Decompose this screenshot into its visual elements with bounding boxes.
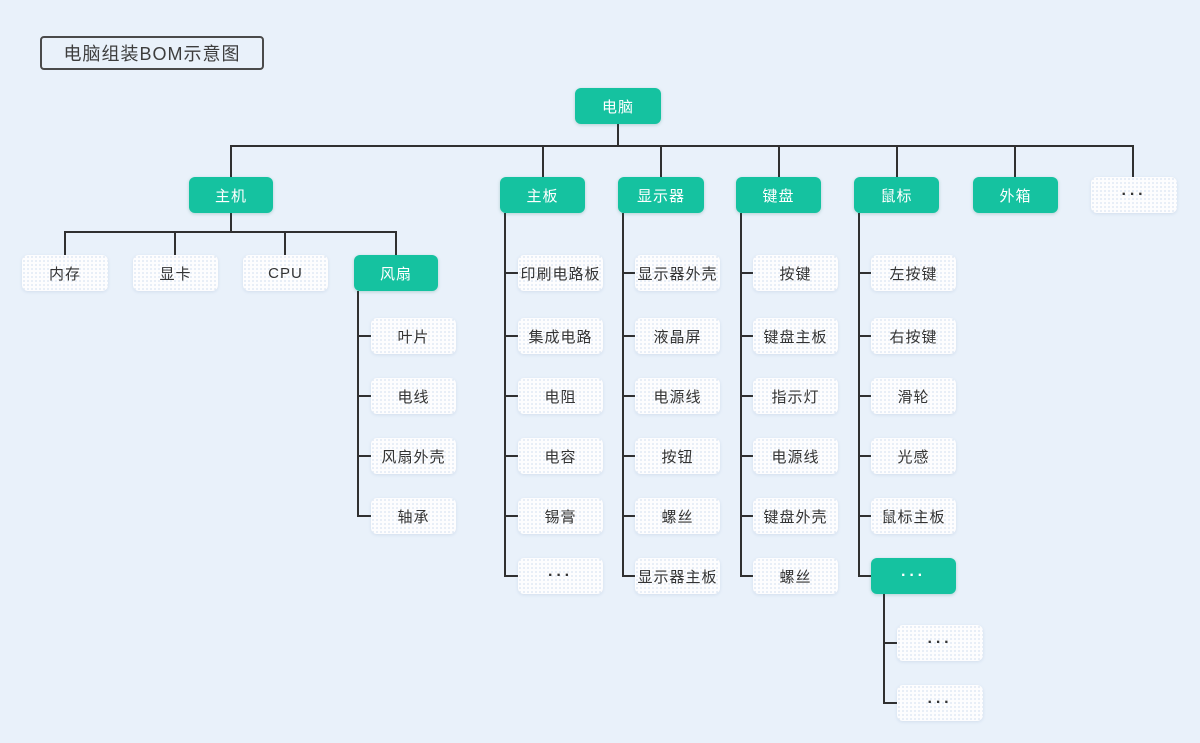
node-graphics-card[interactable]: 显卡: [133, 255, 218, 291]
connector-line: [357, 335, 371, 337]
node-right-button[interactable]: 右按键: [871, 318, 956, 354]
node-mouse-more-child-1[interactable]: ···: [897, 625, 983, 661]
connector-line: [740, 272, 753, 274]
connector-line: [395, 231, 397, 255]
connector-line: [740, 455, 753, 457]
node-keyboard-power-cable[interactable]: 电源线: [753, 438, 838, 474]
connector-line: [542, 145, 544, 177]
connector-line: [64, 231, 66, 255]
connector-line: [504, 395, 518, 397]
connector-line: [858, 575, 871, 577]
node-cpu[interactable]: CPU: [243, 255, 328, 291]
connector-line: [896, 145, 898, 177]
node-indicator-light[interactable]: 指示灯: [753, 378, 838, 414]
node-mouse-more[interactable]: ···: [871, 558, 956, 594]
node-fan-blade[interactable]: 叶片: [371, 318, 456, 354]
connector-line: [622, 515, 635, 517]
connector-line: [357, 291, 359, 517]
connector-line: [504, 515, 518, 517]
connector-line: [622, 272, 635, 274]
connector-line: [858, 395, 871, 397]
connector-line: [622, 575, 635, 577]
node-wire[interactable]: 电线: [371, 378, 456, 414]
connector-line: [660, 145, 662, 177]
connector-line: [64, 231, 397, 233]
node-monitor-screw[interactable]: 螺丝: [635, 498, 720, 534]
connector-line: [622, 335, 635, 337]
node-fan[interactable]: 风扇: [354, 255, 438, 291]
connector-line: [504, 455, 518, 457]
connector-line: [858, 272, 871, 274]
node-keyboard-housing[interactable]: 键盘外壳: [753, 498, 838, 534]
node-host[interactable]: 主机: [189, 177, 273, 213]
node-bearing[interactable]: 轴承: [371, 498, 456, 534]
connector-line: [1132, 145, 1134, 177]
connector-line: [883, 642, 897, 644]
node-level2-more[interactable]: ···: [1091, 177, 1177, 213]
node-scroll-wheel[interactable]: 滑轮: [871, 378, 956, 414]
connector-line: [858, 515, 871, 517]
connector-line: [230, 145, 232, 177]
connector-line: [883, 594, 885, 704]
node-left-button[interactable]: 左按键: [871, 255, 956, 291]
node-light-sensor[interactable]: 光感: [871, 438, 956, 474]
node-solder-paste[interactable]: 锡膏: [518, 498, 603, 534]
node-monitor-power-cable[interactable]: 电源线: [635, 378, 720, 414]
node-monitor-housing[interactable]: 显示器外壳: [635, 255, 720, 291]
node-keyboard-board[interactable]: 键盘主板: [753, 318, 838, 354]
connector-line: [858, 455, 871, 457]
connector-line: [617, 124, 619, 147]
connector-line: [740, 515, 753, 517]
connector-line: [740, 395, 753, 397]
connector-line: [883, 702, 897, 704]
node-mouse-more-child-2[interactable]: ···: [897, 685, 983, 721]
node-keyboard-screw[interactable]: 螺丝: [753, 558, 838, 594]
connector-line: [504, 272, 518, 274]
node-monitor-board[interactable]: 显示器主板: [635, 558, 720, 594]
node-motherboard-more[interactable]: ···: [518, 558, 603, 594]
node-computer[interactable]: 电脑: [575, 88, 661, 124]
connector-line: [284, 231, 286, 255]
node-pcb[interactable]: 印刷电路板: [518, 255, 603, 291]
connector-line: [622, 395, 635, 397]
connector-line: [230, 145, 1134, 147]
node-button[interactable]: 按钮: [635, 438, 720, 474]
node-resistor[interactable]: 电阻: [518, 378, 603, 414]
node-keyboard[interactable]: 键盘: [736, 177, 821, 213]
connector-line: [230, 213, 232, 232]
node-fan-housing[interactable]: 风扇外壳: [371, 438, 456, 474]
node-monitor[interactable]: 显示器: [618, 177, 704, 213]
connector-line: [1014, 145, 1016, 177]
connector-line: [504, 575, 518, 577]
connector-line: [622, 455, 635, 457]
node-motherboard[interactable]: 主板: [500, 177, 585, 213]
connector-line: [357, 455, 371, 457]
node-keys[interactable]: 按键: [753, 255, 838, 291]
connector-line: [740, 575, 753, 577]
connector-line: [740, 335, 753, 337]
connector-line: [504, 335, 518, 337]
node-integrated-circuit[interactable]: 集成电路: [518, 318, 603, 354]
connector-line: [357, 515, 371, 517]
connector-line: [357, 395, 371, 397]
connector-line: [174, 231, 176, 255]
diagram-title: 电脑组装BOM示意图: [40, 36, 264, 70]
node-mouse[interactable]: 鼠标: [854, 177, 939, 213]
node-memory[interactable]: 内存: [22, 255, 108, 291]
node-lcd-screen[interactable]: 液晶屏: [635, 318, 720, 354]
node-mouse-board[interactable]: 鼠标主板: [871, 498, 956, 534]
node-outer-case[interactable]: 外箱: [973, 177, 1058, 213]
connector-line: [858, 335, 871, 337]
connector-line: [778, 145, 780, 177]
node-capacitor[interactable]: 电容: [518, 438, 603, 474]
